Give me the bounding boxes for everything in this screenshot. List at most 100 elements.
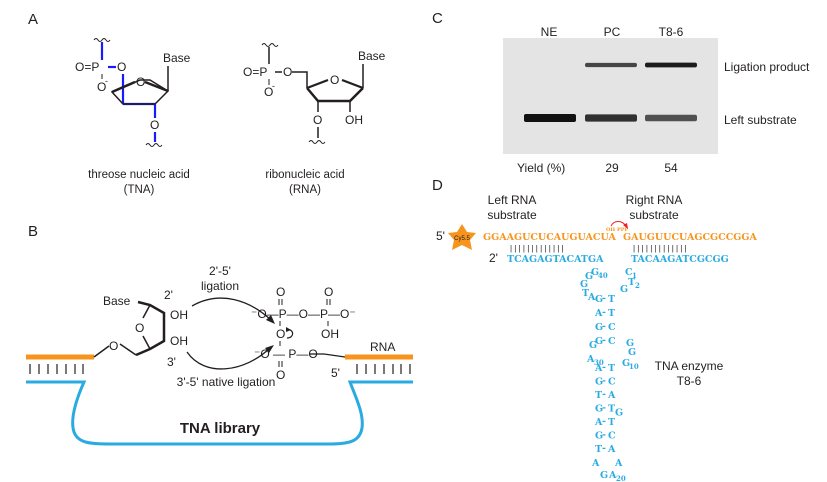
stem-pair-dash: - — [602, 403, 606, 414]
panel-c-label: C — [432, 10, 443, 27]
rna-base: Base — [358, 49, 386, 63]
band-product — [585, 62, 637, 68]
d-2prime: 2' — [489, 251, 498, 265]
left-substrate-title1: Left RNA — [488, 193, 537, 207]
stem-base: T — [595, 390, 602, 401]
loop-index: 10 — [629, 362, 639, 371]
stem-pair-dash: - — [602, 416, 606, 427]
loop-base: G — [622, 358, 630, 369]
stem-base: T — [608, 417, 615, 428]
loop-index: 1 — [632, 271, 637, 280]
left-basepairs: | | | | | | | | | | | | | — [510, 244, 564, 253]
lane-label-pc: PC — [604, 25, 621, 39]
right-rna-sequence: GAUGUUCUAGCGCCGGA — [623, 232, 758, 243]
stem-base: T — [608, 404, 615, 415]
stem-pair-dash: - — [602, 376, 606, 387]
stem-base: G — [595, 336, 603, 347]
stem-pair-dash: - — [602, 335, 606, 346]
rna-ring-o: O — [330, 73, 339, 87]
gel-bands — [524, 62, 697, 122]
tna-o3: O — [150, 118, 159, 132]
panel-d-label: D — [432, 177, 443, 194]
arrow-3-5 — [186, 347, 271, 370]
stem-base: T — [595, 444, 602, 455]
stem-base: C — [608, 377, 616, 388]
left-substrate-title2: substrate — [487, 208, 537, 222]
stem-pair-dash: - — [602, 321, 606, 332]
rna-o3: O — [313, 113, 322, 127]
right-substrate-title1: Right RNA — [626, 193, 683, 207]
stem-base: T — [608, 308, 615, 319]
rna-structure: O=P O O - O Base O OH — [243, 43, 386, 144]
phosphate-o-bottom: O — [276, 368, 285, 382]
band-substrate — [585, 114, 637, 122]
loop-base: G — [591, 267, 599, 278]
cy5-label: Cy5.5 — [454, 236, 470, 242]
lane-label-ne: NE — [541, 25, 558, 39]
left-tna-sequence: TCAGAGTACATGA — [507, 254, 604, 265]
tna-o1: O — [117, 60, 126, 74]
stem-base: G — [595, 431, 603, 442]
gel-image — [503, 38, 718, 154]
tna-caption: threose nucleic acid — [88, 169, 190, 181]
right-duplex — [345, 354, 413, 374]
stem-pair-dash: - — [602, 430, 606, 441]
right-basepairs: | | | | | | | | | | | | | — [633, 244, 687, 253]
b-rna-label: RNA — [370, 340, 395, 354]
phosphate-chain-top: ⁻O—P—O—P—O⁻ — [251, 307, 356, 321]
ligation-35-label: 3'-5' native ligation — [177, 375, 276, 389]
tna-o-minus: O — [97, 80, 106, 94]
ligation-25-line1: 2'-5' — [209, 264, 231, 278]
rna-o-eq-p: O=P — [243, 65, 267, 79]
triphosphate: O O ⁻O—P—O—P—O⁻ OH O ⁻O — P—O O — [251, 285, 356, 382]
band-product — [645, 62, 697, 68]
loop-base: G — [589, 340, 597, 351]
b-ring-o: O — [135, 321, 144, 335]
b-oh-3: OH — [170, 334, 188, 348]
loop-base: G — [626, 338, 634, 349]
stem-base: G — [595, 377, 603, 388]
rna-caption-abbr: (RNA) — [289, 184, 321, 196]
d-5prime: 5' — [436, 229, 445, 243]
stem-pair-dash: - — [602, 443, 606, 454]
band-label-product: Ligation product — [724, 60, 810, 74]
phosphate-chain-bottom: ⁻O — P—O — [254, 347, 318, 361]
stem-base: A — [594, 363, 603, 374]
loop-index: 2 — [635, 281, 640, 290]
bulge-base: G — [615, 408, 623, 419]
loop-base: G — [620, 284, 628, 295]
enzyme-label1: TNA enzyme — [655, 359, 724, 373]
tna-ring-o: O — [136, 75, 145, 89]
right-substrate-title2: substrate — [629, 208, 679, 222]
stem-base: T — [608, 294, 615, 305]
b-5prime: 5' — [331, 366, 340, 380]
stem-base: G — [595, 322, 603, 333]
loop-index: 20 — [616, 474, 626, 482]
phosphate-o-top2: O — [324, 285, 333, 299]
left-rna-sequence: GGAAGUCUCAUGUACUA — [483, 232, 616, 243]
yield-label: Yield (%) — [517, 161, 565, 175]
stem-base: A — [594, 417, 603, 428]
threose-sugar: O O Base OH OH 2' 3' — [93, 288, 188, 369]
b-o5: O — [109, 339, 118, 353]
loop-index: 40 — [598, 271, 608, 280]
stem-base: T — [608, 363, 615, 374]
loop-base: A — [614, 458, 623, 469]
stem-base: A — [607, 390, 616, 401]
stem-pair-dash: - — [602, 293, 606, 304]
cy5-star-icon — [448, 224, 476, 250]
stem-base: A — [607, 444, 616, 455]
ligation-25-line2: ligation — [201, 279, 239, 293]
rna-oh: OH — [345, 113, 363, 127]
lane-label-t8-6: T8-6 — [659, 25, 684, 39]
loop-base: T — [582, 288, 589, 299]
panel-a-label: A — [28, 11, 38, 28]
tna-caption-abbr: (TNA) — [124, 184, 155, 196]
loop-base: T — [628, 277, 635, 288]
oh-label: OH — [606, 227, 615, 233]
loop-base: C — [625, 267, 633, 278]
b-oh-2: OH — [170, 308, 188, 322]
b-3prime: 3' — [167, 355, 176, 369]
